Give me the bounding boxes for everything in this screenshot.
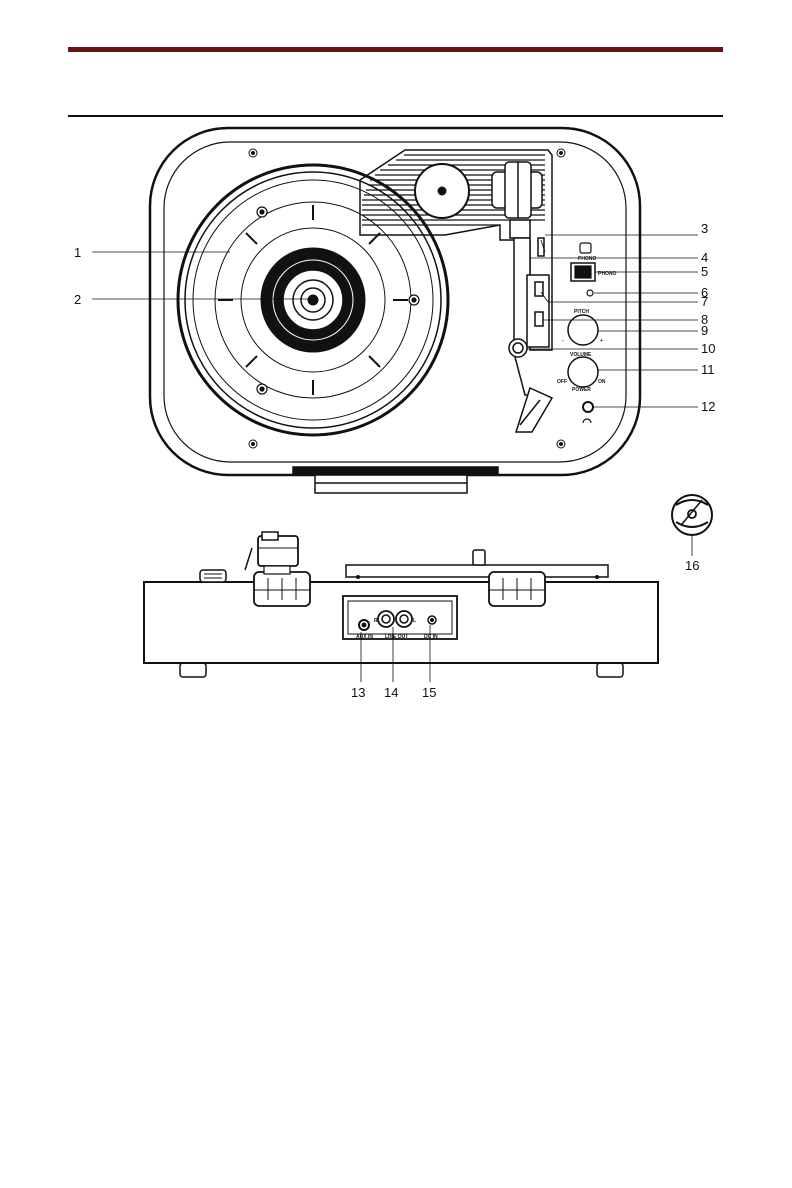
pitch-label: PITCH xyxy=(574,309,589,315)
callout-13: 13 xyxy=(351,685,365,700)
callout-12: 12 xyxy=(701,399,715,414)
pitch-minus-label: - xyxy=(562,338,564,344)
top-view xyxy=(150,128,640,493)
callout-14: 14 xyxy=(384,685,398,700)
off-label: OFF xyxy=(557,379,567,385)
on-label: ON xyxy=(598,379,606,385)
callout-16: 16 xyxy=(685,558,699,573)
callout-1: 1 xyxy=(74,245,81,260)
phono-label: PHONO xyxy=(578,256,596,262)
callout-3: 3 xyxy=(701,221,708,236)
controls xyxy=(568,243,598,423)
r-label: R xyxy=(374,618,378,624)
power-label: POWER xyxy=(572,387,591,393)
callout-5: 5 xyxy=(701,264,708,279)
l-label: L xyxy=(413,618,416,624)
callout-11: 11 xyxy=(701,362,715,377)
platter xyxy=(178,165,448,435)
callout-4: 4 xyxy=(701,250,708,265)
pitch-plus-label: + xyxy=(600,338,603,344)
volume-label: VOLUME xyxy=(570,352,592,358)
line-out-label: LINE OUT xyxy=(385,634,408,640)
callout-15: 15 xyxy=(422,685,436,700)
callout-9: 9 xyxy=(701,323,708,338)
dc-in-label: DC IN xyxy=(424,634,438,640)
callout-10: 10 xyxy=(701,341,715,356)
aux-in-label: AUX IN xyxy=(356,634,373,640)
callout-2: 2 xyxy=(74,292,81,307)
callout-7: 7 xyxy=(701,294,708,309)
rear-view xyxy=(144,532,658,677)
stylus-icon xyxy=(672,495,712,556)
rear-hinge xyxy=(293,467,498,493)
